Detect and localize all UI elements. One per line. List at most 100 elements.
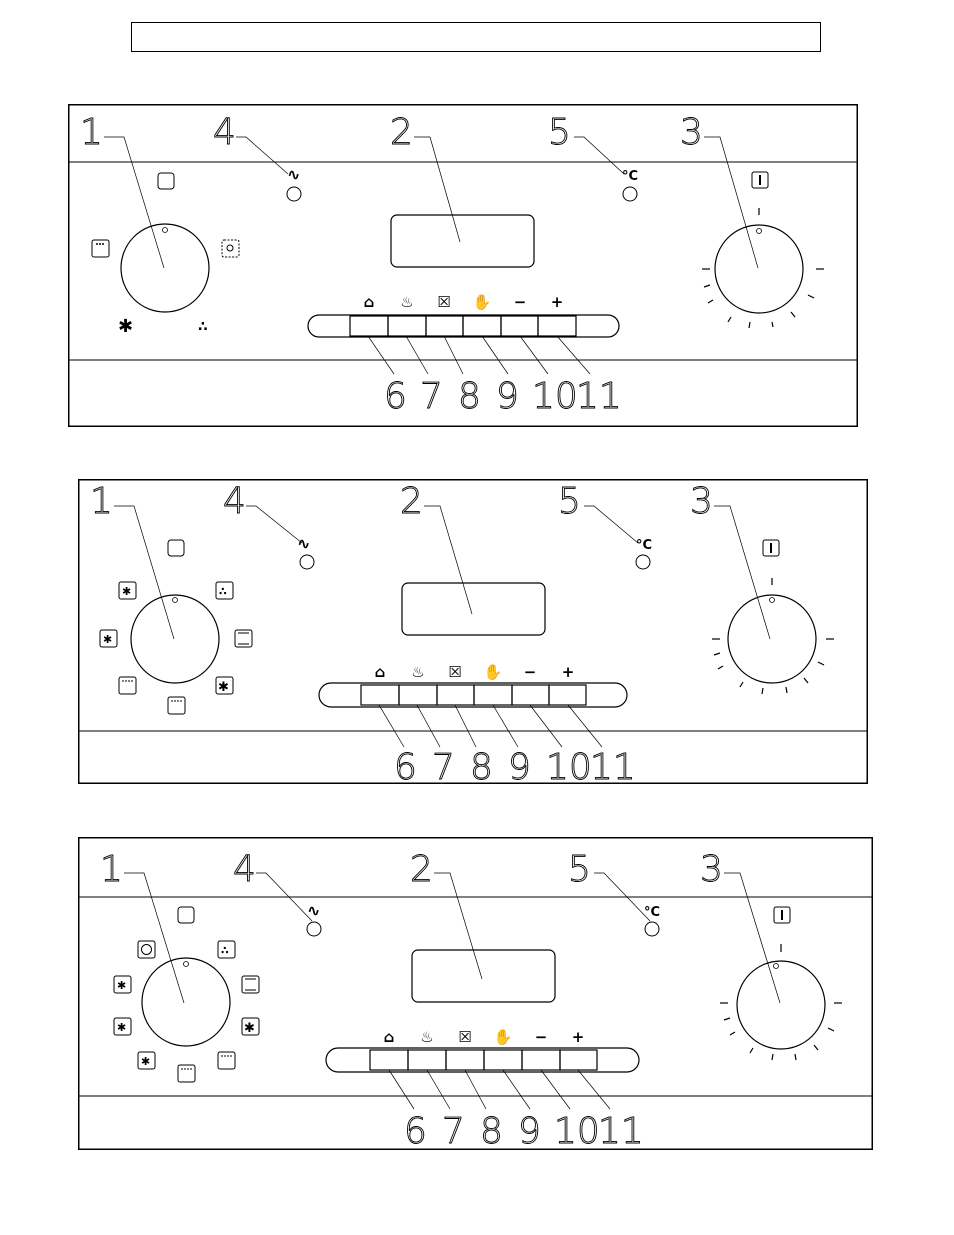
manual-hand-icon: ✋ — [473, 293, 492, 311]
minus-button[interactable] — [511, 684, 550, 706]
callout-1: 1 — [80, 112, 103, 153]
minus-icon: − — [535, 1028, 548, 1046]
cook-end-button[interactable] — [445, 1049, 485, 1071]
oven-control-panel-c: 1 4 2 5 3 ∴ ✱ ✱ ✱ ✱ ∿ °C ⌂ ♨ ☒ ✋ − + — [78, 837, 873, 1152]
minus-button[interactable] — [521, 1049, 561, 1071]
fan-icon: ✱ — [118, 316, 133, 337]
header-box — [131, 22, 821, 52]
plus-button[interactable] — [559, 1049, 598, 1071]
manual-hand-button[interactable] — [483, 1049, 523, 1071]
cook-start-icon: ♨ — [411, 663, 424, 681]
cook-start-button[interactable] — [387, 315, 427, 337]
plus-icon: + — [572, 1028, 585, 1046]
top-heat-icon — [217, 1051, 236, 1070]
clock-icon — [137, 940, 156, 959]
minus-icon: − — [514, 293, 527, 311]
minus-button[interactable] — [500, 315, 539, 337]
lamp-icon — [177, 906, 195, 924]
callout-3: 3 — [700, 849, 723, 890]
grill-fan-icon: ✱ — [118, 581, 137, 600]
svg-text:✱: ✱ — [218, 680, 229, 695]
thermostat-icon — [751, 171, 769, 189]
callout-5: 5 — [568, 849, 591, 890]
indicator-4-lamp — [299, 554, 315, 570]
cook-end-button[interactable] — [425, 315, 464, 337]
function-selector-knob[interactable] — [141, 957, 231, 1047]
minus-icon: − — [524, 663, 537, 681]
defrost-icon: ∴ — [215, 581, 234, 600]
bottom-heat-icon — [118, 676, 137, 695]
thermostat-icon — [773, 906, 791, 924]
timer-bell-button[interactable] — [369, 1049, 409, 1071]
indicator-4-symbol: ∿ — [307, 901, 320, 920]
callout-6: 6 — [394, 747, 417, 788]
plus-button[interactable] — [548, 684, 587, 706]
display-window — [401, 582, 546, 636]
callout-2: 2 — [410, 849, 433, 890]
manual-hand-button[interactable] — [462, 315, 502, 337]
cook-end-icon: ☒ — [437, 293, 450, 311]
cook-end-button[interactable] — [436, 684, 475, 706]
indicator-4-symbol: ∿ — [287, 165, 300, 184]
callout-5: 5 — [558, 481, 581, 522]
thermostat-knob[interactable] — [727, 594, 817, 684]
grill-icon — [91, 239, 110, 258]
callout-2: 2 — [390, 112, 413, 153]
indicator-4-symbol: ∿ — [297, 534, 310, 553]
callout-3: 3 — [690, 481, 713, 522]
plus-button[interactable] — [537, 315, 577, 337]
cook-start-button[interactable] — [398, 684, 438, 706]
fan-grill-icon: ✱ — [113, 1017, 132, 1036]
manual-hand-icon: ✋ — [494, 1028, 513, 1046]
oven-control-panel-a: 1 4 2 5 3 ✱ ∴ ∿ °C ⌂ ♨ ☒ ✋ − + — [68, 104, 858, 427]
top-heat-icon — [167, 696, 186, 715]
callout-5: 5 — [548, 112, 571, 153]
svg-text:✱: ✱ — [244, 1021, 255, 1036]
callout-10: 10 — [554, 1111, 600, 1152]
callout-3: 3 — [680, 112, 703, 153]
cook-start-icon: ♨ — [400, 293, 413, 311]
indicator-4-lamp — [286, 186, 302, 202]
bottom-heat-icon — [177, 1064, 196, 1083]
callout-8: 8 — [458, 376, 481, 417]
top-bottom-heat-icon — [234, 629, 253, 648]
indicator-5-lamp — [644, 921, 660, 937]
button-bar — [307, 314, 620, 338]
function-selector-knob[interactable] — [130, 594, 220, 684]
indicator-5-lamp — [622, 186, 638, 202]
cook-end-icon: ☒ — [448, 663, 461, 681]
indicator-4-lamp — [306, 921, 322, 937]
svg-text:∴: ∴ — [221, 944, 229, 957]
function-selector-knob[interactable] — [120, 223, 210, 313]
display-window — [411, 949, 556, 1003]
callout-7: 7 — [442, 1111, 465, 1152]
thermostat-knob[interactable] — [736, 960, 826, 1050]
fan-icon: ✱ — [215, 676, 234, 695]
manual-hand-icon: ✋ — [484, 663, 503, 681]
timer-bell-icon: ⌂ — [375, 663, 386, 681]
cook-start-button[interactable] — [407, 1049, 447, 1071]
callout-4: 4 — [213, 112, 236, 153]
light-icon — [221, 239, 240, 258]
callout-6: 6 — [384, 376, 407, 417]
svg-text:✱: ✱ — [117, 979, 126, 992]
lamp-icon — [157, 172, 175, 190]
plus-icon: + — [562, 663, 575, 681]
timer-bell-icon: ⌂ — [384, 1028, 395, 1046]
callout-7: 7 — [420, 376, 443, 417]
callout-7: 7 — [432, 747, 455, 788]
callout-4: 4 — [233, 849, 256, 890]
callout-9: 9 — [518, 1111, 541, 1152]
callout-11: 11 — [590, 747, 636, 788]
thermostat-knob[interactable] — [714, 224, 804, 314]
callout-6: 6 — [404, 1111, 427, 1152]
oven-control-panel-b: 1 4 2 5 3 ∴ ✱ ✱ ✱ ∿ °C ⌂ ♨ ☒ ✋ − + — [78, 479, 868, 788]
timer-bell-button[interactable] — [349, 315, 389, 337]
manual-hand-button[interactable] — [473, 684, 513, 706]
callout-10: 10 — [532, 376, 578, 417]
callout-9: 9 — [508, 747, 531, 788]
cook-end-icon: ☒ — [458, 1028, 471, 1046]
button-bar — [318, 682, 628, 708]
callout-8: 8 — [480, 1111, 503, 1152]
timer-bell-button[interactable] — [360, 684, 400, 706]
